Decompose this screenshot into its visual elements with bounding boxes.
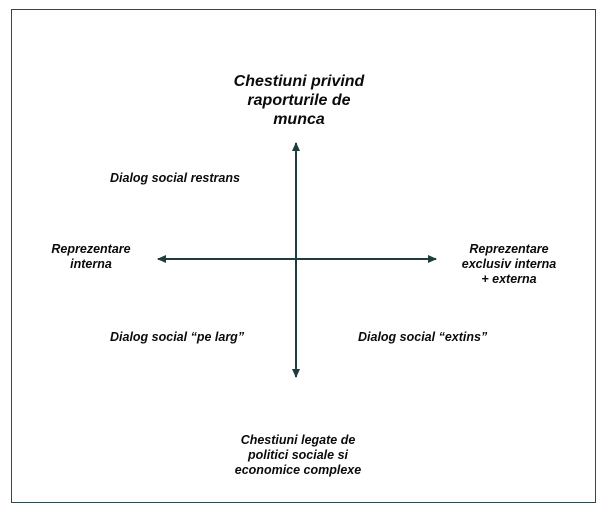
top-axis-label-line: munca bbox=[273, 111, 325, 128]
left-axis-label-line: Reprezentare bbox=[51, 242, 131, 256]
bottom-axis-label: Chestiuni legate de politici sociale si … bbox=[198, 433, 398, 478]
top-axis-label-line: Chestiuni privind bbox=[233, 73, 365, 90]
bottom-axis-label-line: economice complexe bbox=[234, 463, 362, 477]
diagram-frame bbox=[11, 9, 596, 503]
top-axis-label-line: raporturile de bbox=[247, 92, 351, 109]
left-axis-label-line: interna bbox=[70, 257, 112, 271]
right-axis-label-line: exclusiv interna bbox=[461, 257, 557, 271]
top-axis-label: Chestiuni privind raporturile de munca bbox=[194, 72, 404, 129]
quadrant-label-bottom-right: Dialog social “extins” bbox=[358, 330, 488, 344]
right-axis-label-line: + externa bbox=[481, 272, 537, 286]
quadrant-label-top-left: Dialog social restrans bbox=[110, 171, 240, 185]
bottom-axis-label-line: politici sociale si bbox=[247, 448, 349, 462]
left-axis-label: Reprezentare interna bbox=[30, 242, 152, 272]
quadrant-label-bottom-left: Dialog social “pe larg” bbox=[110, 330, 245, 344]
bottom-axis-label-line: Chestiuni legate de bbox=[240, 433, 356, 447]
right-axis-label: Reprezentare exclusiv interna + externa bbox=[444, 242, 574, 287]
right-axis-label-line: Reprezentare bbox=[469, 242, 549, 256]
